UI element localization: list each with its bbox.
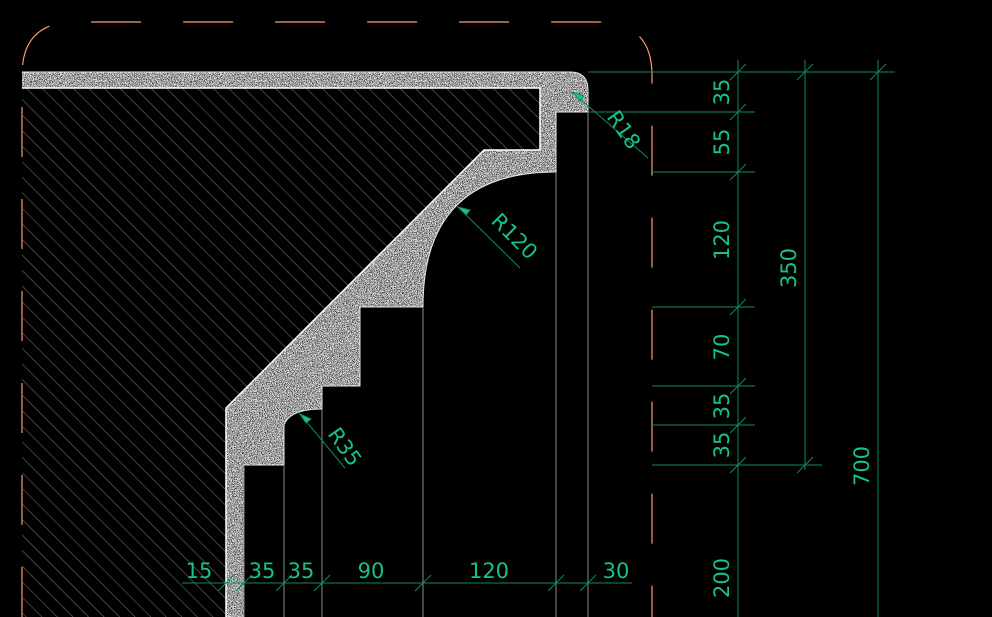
radius-leaders: [298, 90, 649, 469]
dim-v-350: 350: [777, 248, 801, 288]
radius-label-r35: R35: [323, 423, 366, 471]
dim-v-55: 55: [710, 129, 734, 156]
vertical-dimension-texts: 35 55 120 70 35 35 200 350 700: [710, 79, 874, 598]
dim-h-90: 90: [358, 559, 385, 583]
extension-lines: [243, 112, 589, 617]
drawing-border: [21, 21, 653, 617]
dim-h-35-second: 35: [288, 559, 315, 583]
dim-v-35-mid: 35: [710, 393, 734, 420]
dim-v-120: 120: [710, 220, 734, 260]
dim-v-70: 70: [710, 334, 734, 361]
cornice-profile: [22, 71, 589, 617]
vertical-dimension-lines: [588, 60, 895, 617]
radius-label-r18: R18: [602, 106, 645, 154]
dim-h-30: 30: [603, 559, 630, 583]
dim-v-35-low: 35: [710, 432, 734, 459]
dim-h-120: 120: [469, 559, 509, 583]
dim-v-700: 700: [850, 446, 874, 486]
dim-v-200: 200: [710, 558, 734, 598]
dim-v-35-top: 35: [710, 79, 734, 106]
radius-label-r120: R120: [486, 209, 542, 265]
dim-h-35-first: 35: [249, 559, 276, 583]
horizontal-dimension-lines: [182, 574, 632, 592]
horizontal-dimension-texts: 15 35 35 90 120 30: [186, 559, 630, 583]
dim-h-15: 15: [186, 559, 213, 583]
